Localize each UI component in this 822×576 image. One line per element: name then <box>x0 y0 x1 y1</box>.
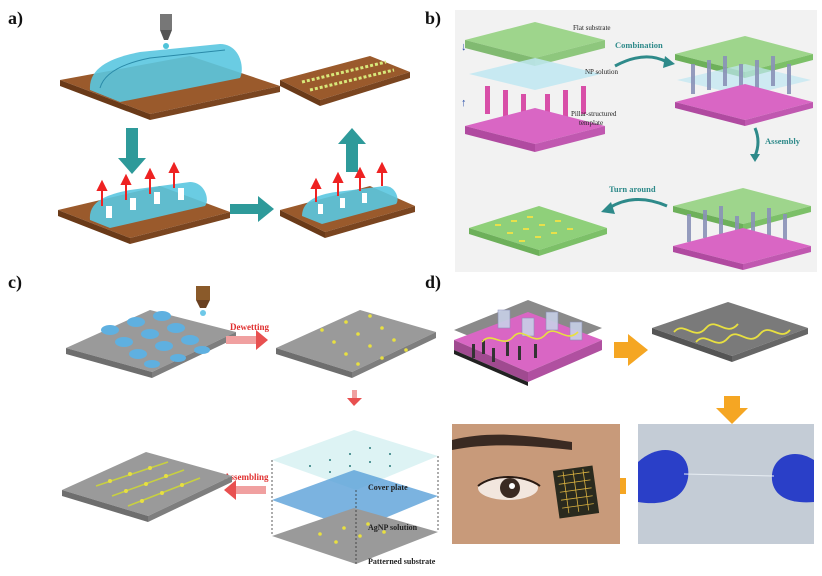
plate-template-d <box>454 300 602 386</box>
photo-stretch <box>638 424 814 544</box>
arrow-right-d <box>614 334 648 366</box>
stack-combined <box>675 36 813 126</box>
arrow-assembly <box>753 127 760 157</box>
panel-label-b: b) <box>425 8 442 28</box>
label-cover-plate: Cover plate <box>368 483 408 492</box>
label-agnp-solution: AgNP solution <box>368 523 418 532</box>
panel-d-diagram <box>452 300 814 544</box>
label-assembling: Assembling <box>224 472 269 482</box>
dispenser-icon-c <box>196 286 210 316</box>
arrow-up-a <box>338 128 366 172</box>
stack-initial: ↓ ↑ <box>461 22 605 152</box>
stack-assembled <box>673 188 811 270</box>
panel-label-c: c) <box>8 272 22 292</box>
plate-final-b <box>469 206 607 256</box>
panel-b-diagram: ↓ ↑ Flat substrate NP solution Pillar-st… <box>455 10 817 272</box>
label-patterned-substrate: Patterned substrate <box>368 557 436 566</box>
label-assembly: Assembly <box>765 136 801 146</box>
label-pillar-line1: Pillar-structured <box>571 110 617 118</box>
plate-nanowire <box>280 56 410 106</box>
label-combination: Combination <box>615 40 663 50</box>
arrow-combination <box>614 55 668 68</box>
arrow-dewetting <box>226 330 268 350</box>
plate-final-c <box>62 452 232 522</box>
plate-droplet <box>60 44 280 120</box>
arrow-down-d <box>716 396 748 424</box>
panel-a-diagram <box>58 14 415 244</box>
plate-evaporation-right <box>280 161 415 238</box>
photo-skin-sensor <box>452 424 620 544</box>
stack-cover-plate <box>271 430 439 564</box>
label-flat-substrate: Flat substrate <box>573 24 611 32</box>
sensor-chip <box>552 465 600 519</box>
arrow-turn-around <box>608 198 668 210</box>
arrow-right-a <box>230 196 274 222</box>
panel-c-diagram: Dewetting Cover pl <box>62 286 439 566</box>
plate-evaporation-left <box>58 161 230 244</box>
label-pillar-line2: template <box>579 119 603 127</box>
panel-label-d: d) <box>425 272 442 292</box>
arrow-down-c <box>347 390 362 406</box>
label-turn-around: Turn around <box>609 184 656 194</box>
plate-dots <box>276 310 436 378</box>
arrow-down-a <box>118 128 146 174</box>
plate-droplets <box>66 310 236 378</box>
label-np-solution: NP solution <box>585 68 618 76</box>
label-dewetting: Dewetting <box>230 322 269 332</box>
plate-wavy-wires <box>652 302 808 362</box>
arrow-assembling <box>224 480 266 500</box>
svg-text:↓: ↓ <box>461 41 467 53</box>
panel-label-a: a) <box>8 8 23 28</box>
label-pillar-template: Pillar-structured template <box>571 110 618 127</box>
svg-text:↑: ↑ <box>461 97 467 109</box>
dispenser-icon <box>160 14 172 49</box>
